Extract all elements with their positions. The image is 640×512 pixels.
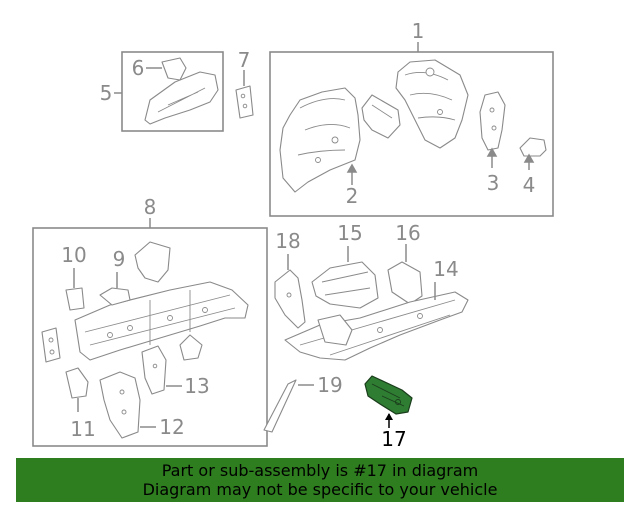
banner-line-2: Diagram may not be specific to your vehi… bbox=[142, 480, 498, 499]
part-4-clip[interactable] bbox=[519, 137, 547, 157]
callout-16[interactable]: 16 bbox=[395, 221, 420, 245]
callout-12[interactable]: 12 bbox=[159, 415, 184, 439]
callout-5[interactable]: 5 bbox=[100, 81, 113, 105]
part-6-bracket[interactable] bbox=[161, 57, 187, 81]
part-3-bracket[interactable] bbox=[479, 91, 506, 151]
callout-8[interactable]: 8 bbox=[144, 195, 157, 219]
callout-3[interactable]: 3 bbox=[487, 171, 500, 195]
group-box-5 bbox=[121, 51, 224, 132]
banner-line-1: Part or sub-assembly is #17 in diagram bbox=[161, 461, 479, 480]
part-8-small-bracket bbox=[179, 334, 203, 361]
part-notice-banner: Part or sub-assembly is #17 in diagram D… bbox=[16, 458, 624, 502]
callout-6[interactable]: 6 bbox=[132, 56, 145, 80]
part-11-bracket[interactable] bbox=[65, 367, 89, 399]
parts-diagram: 1 2 3 4 5 6 bbox=[32, 19, 554, 451]
callout-14[interactable]: 14 bbox=[433, 257, 458, 281]
callout-17[interactable]: 17 bbox=[381, 427, 406, 451]
callout-10[interactable]: 10 bbox=[61, 243, 86, 267]
part-18-panel[interactable] bbox=[274, 269, 306, 329]
part-14-rail-assembly[interactable] bbox=[284, 291, 469, 361]
callout-13[interactable]: 13 bbox=[184, 374, 209, 398]
part-9-bracket[interactable] bbox=[99, 287, 131, 306]
group-box-1 bbox=[269, 51, 554, 217]
part-8-top-bracket bbox=[134, 241, 171, 283]
part-7-plate[interactable] bbox=[235, 85, 254, 119]
part-16-bracket[interactable] bbox=[387, 261, 423, 305]
part-8-side-plate bbox=[41, 327, 61, 363]
callout-1[interactable]: 1 bbox=[412, 19, 425, 43]
part-19-brace[interactable] bbox=[263, 379, 297, 433]
callout-2[interactable]: 2 bbox=[346, 184, 359, 208]
part-bracket-box1 bbox=[361, 94, 401, 139]
part-8-front-rail[interactable] bbox=[74, 281, 249, 361]
part-15-apron-panel[interactable] bbox=[311, 261, 379, 309]
callout-11[interactable]: 11 bbox=[70, 417, 95, 441]
callout-18[interactable]: 18 bbox=[275, 229, 300, 253]
part-17-highlighted-bracket[interactable] bbox=[364, 375, 413, 415]
part-1-upper-structure[interactable] bbox=[395, 59, 469, 149]
part-12-reinforcement[interactable] bbox=[99, 371, 141, 439]
callout-4[interactable]: 4 bbox=[523, 173, 536, 197]
part-2-wheelhouse[interactable] bbox=[279, 87, 361, 193]
part-5-rail-extension[interactable] bbox=[144, 71, 219, 125]
part-13-bracket[interactable] bbox=[141, 345, 167, 395]
part-10-bracket[interactable] bbox=[65, 287, 85, 311]
callout-15[interactable]: 15 bbox=[337, 221, 362, 245]
callout-7[interactable]: 7 bbox=[238, 48, 251, 72]
callout-9[interactable]: 9 bbox=[113, 247, 126, 271]
callout-19[interactable]: 19 bbox=[317, 373, 342, 397]
